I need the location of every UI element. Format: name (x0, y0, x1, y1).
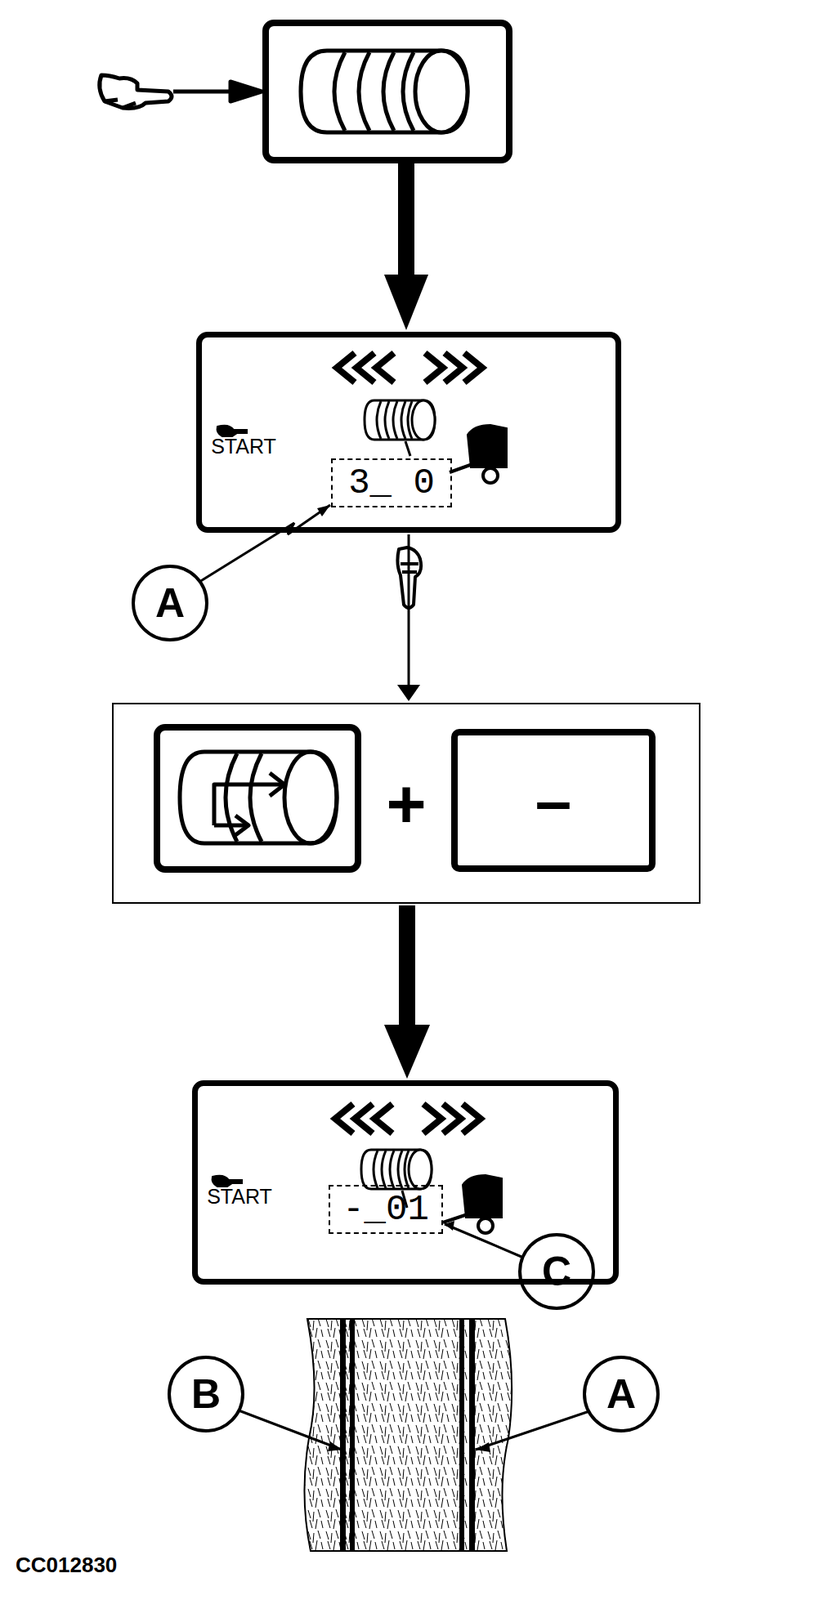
figure-code: CC012830 (15, 1552, 117, 1579)
button-combination-frame: +– (111, 702, 701, 905)
leader-arrowheads (317, 505, 491, 1453)
plus-sign: + (375, 769, 438, 839)
display-value: 3_ 0 (331, 458, 453, 508)
bale-button (265, 22, 510, 161)
wrap-button (156, 727, 359, 870)
start-label: START (208, 432, 279, 461)
flow-arrow (397, 534, 421, 702)
hand-icon (99, 75, 262, 108)
callout-letter: C (541, 1248, 572, 1296)
bale-illustration (304, 1319, 512, 1552)
callout-letter: B (191, 1370, 221, 1419)
start-label: START (204, 1182, 275, 1211)
callout-letter: A (155, 579, 185, 627)
minus-sign: – (506, 768, 600, 834)
minus-button: – (451, 729, 656, 873)
flow-arrow (384, 905, 430, 1079)
bale-icon (300, 50, 468, 133)
callout-circles (133, 566, 658, 1432)
callout-letter: A (606, 1370, 636, 1419)
display-value: -_01 (328, 1185, 444, 1235)
flow-arrow (384, 163, 429, 331)
leader-lines (199, 505, 590, 1451)
display-screen: START 3_ 0 (196, 331, 622, 533)
wrap-icon (179, 751, 337, 844)
